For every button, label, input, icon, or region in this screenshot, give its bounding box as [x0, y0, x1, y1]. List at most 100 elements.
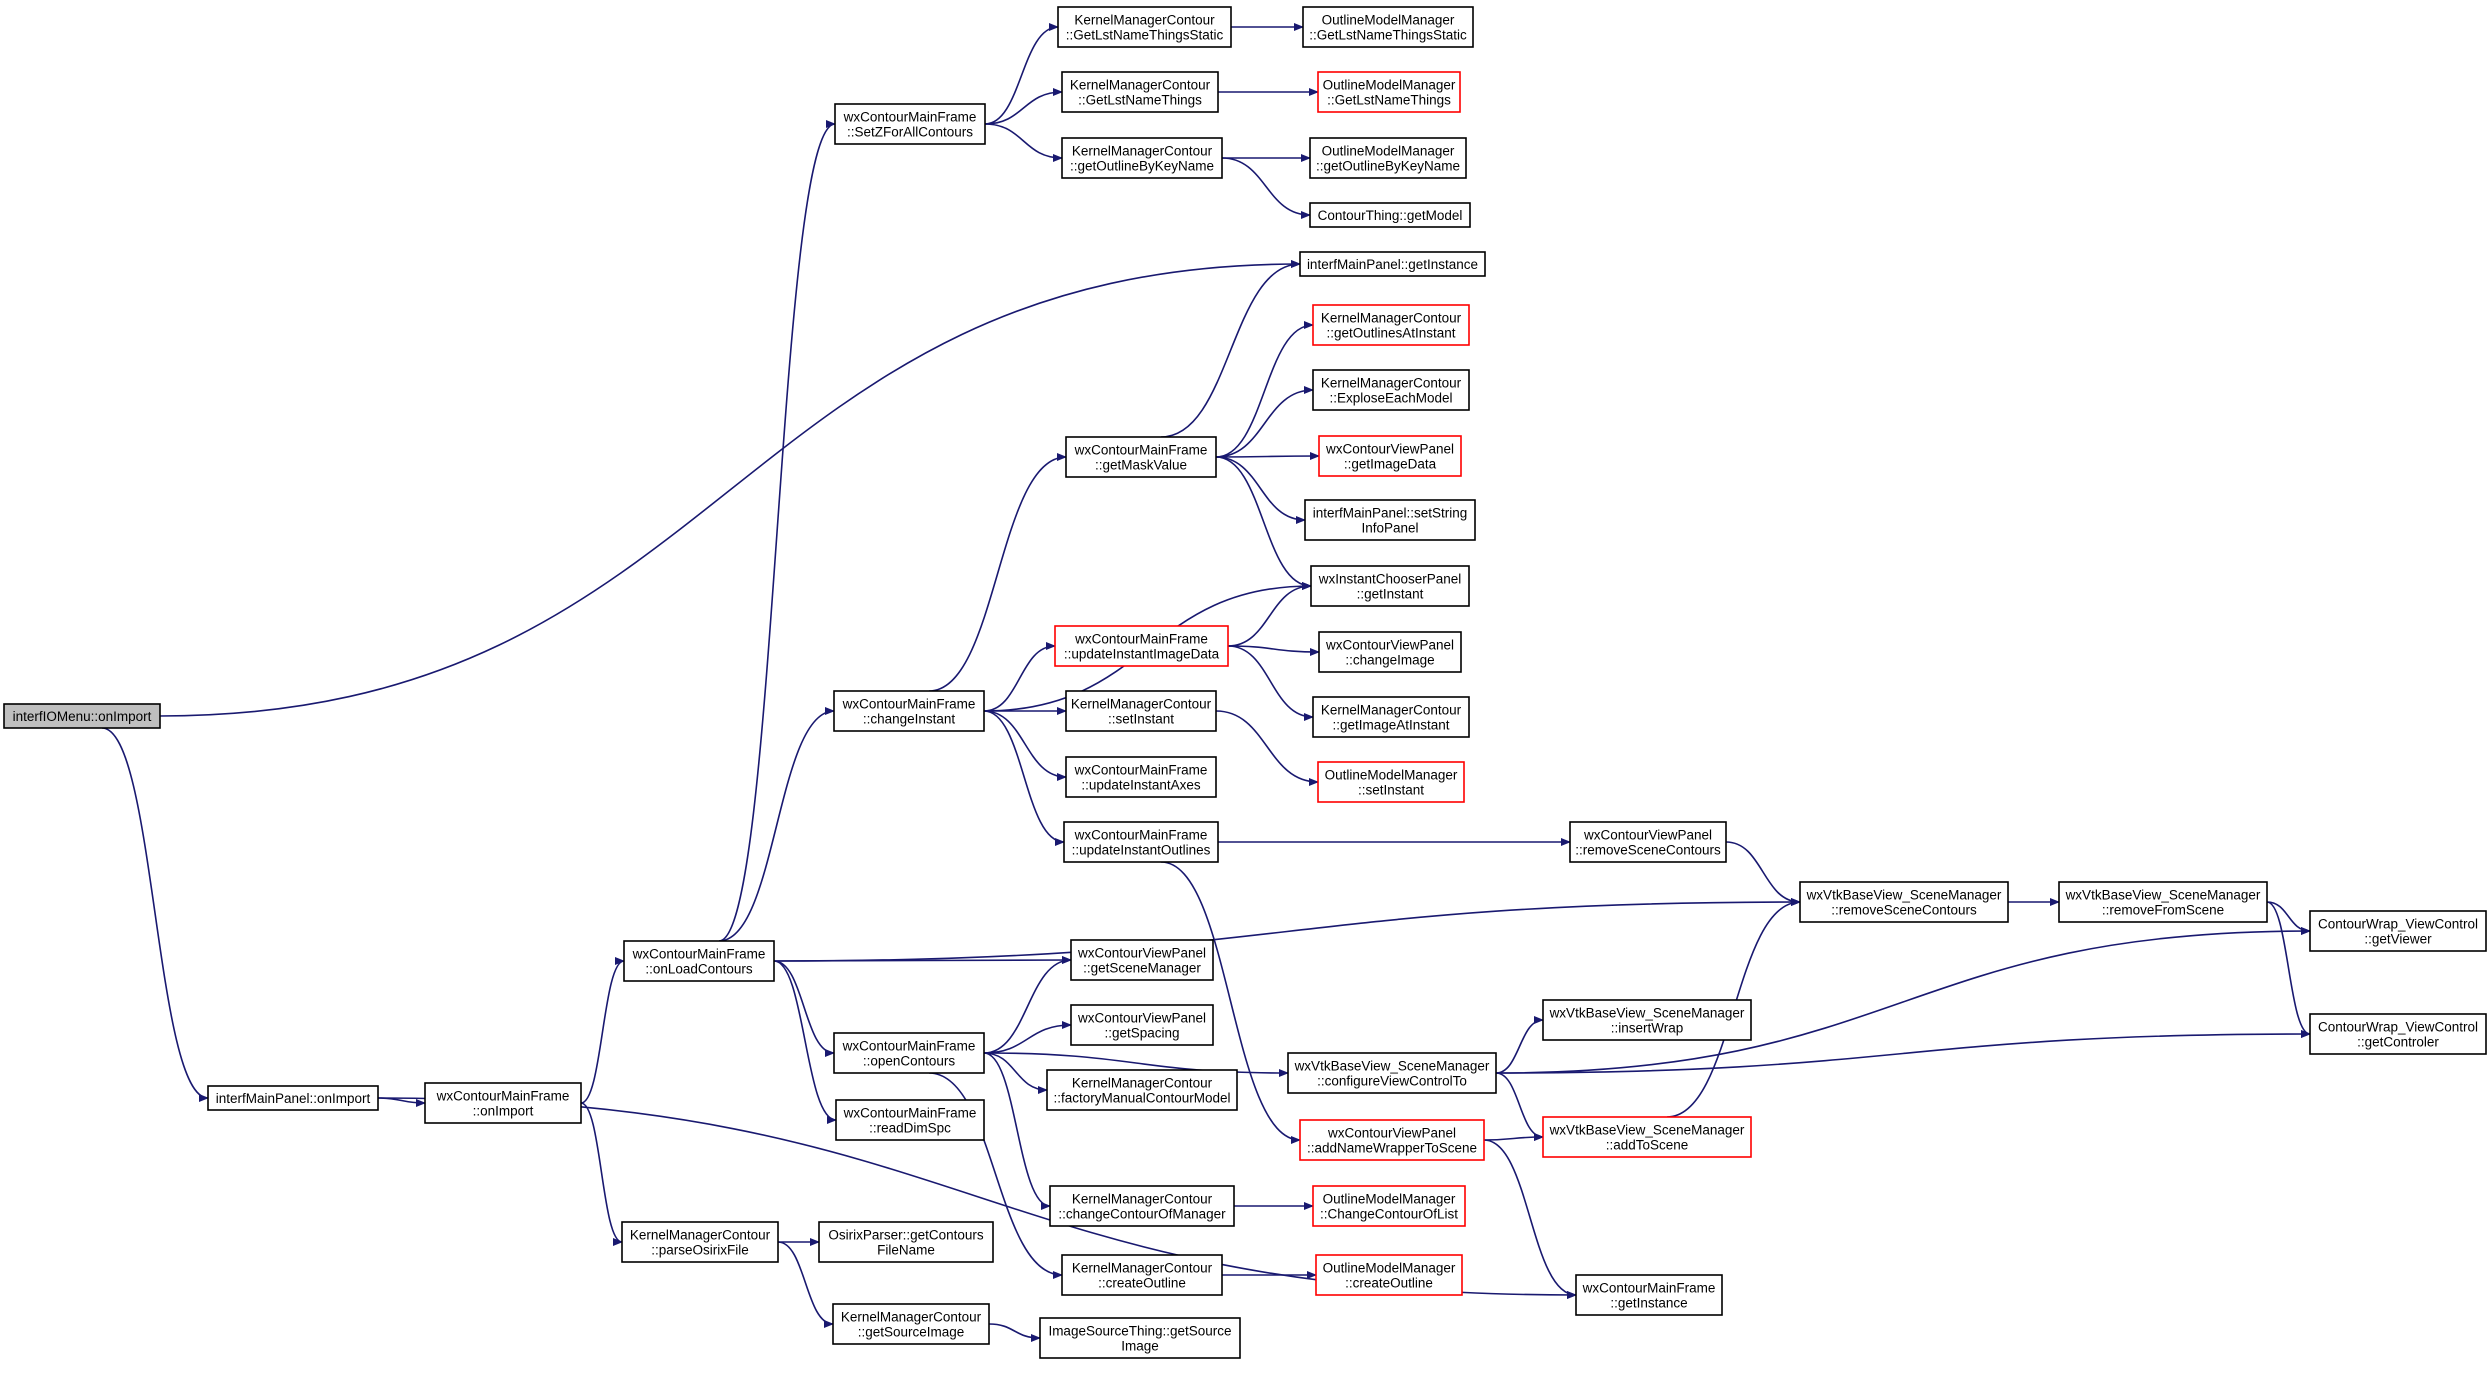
node-label: wxContourMainFrame [843, 1106, 977, 1121]
node-box [1065, 436, 1217, 478]
node-label: ::getImageAtInstant [1332, 718, 1449, 733]
node-mainpanel-getinstance[interactable]: interfMainPanel::getInstance [1299, 251, 1486, 277]
node-label: ::configureViewControlTo [1317, 1074, 1467, 1089]
node-chooser-getinstant[interactable]: wxInstantChooserPanel::getInstant [1310, 565, 1470, 607]
node-vp-getscenemanager[interactable]: wxContourViewPanel::getSceneManager [1070, 939, 1214, 981]
node-kmc-createoutline[interactable]: KernelManagerContour::createOutline [1061, 1254, 1223, 1296]
node-kmc-setinstant[interactable]: KernelManagerContour::setInstant [1065, 690, 1217, 732]
node-kmc-changecontour[interactable]: KernelManagerContour::changeContourOfMan… [1049, 1185, 1235, 1227]
node-label: wxContourMainFrame [1582, 1281, 1716, 1296]
node-label: ::removeSceneContours [1831, 903, 1977, 918]
node-label: ::GetLstNameThings [1327, 93, 1451, 108]
node-label: interfIOMenu::onImport [13, 709, 152, 724]
edge-line [580, 1102, 623, 1246]
node-contourthing-getmodel[interactable]: ContourThing::getModel [1309, 202, 1471, 228]
node-changeinstant[interactable]: wxContourMainFrame::changeInstant [833, 690, 985, 732]
edge-line [983, 1052, 1051, 1210]
node-label: ::getOutlinesAtInstant [1326, 326, 1455, 341]
node-label: wxVtkBaseView_SceneManager [1549, 1006, 1745, 1021]
node-vp-changeimage[interactable]: wxContourViewPanel::changeImage [1318, 631, 1462, 673]
node-box [834, 103, 986, 145]
node-label: KernelManagerContour [1321, 703, 1462, 718]
node-omm-changecontour[interactable]: OutlineModelManager::ChangeContourOfList [1312, 1185, 1466, 1227]
node-label: OutlineModelManager [1323, 1192, 1456, 1207]
node-vp-getimagedata[interactable]: wxContourViewPanel::getImageData [1318, 435, 1462, 477]
node-getmaskvalue[interactable]: wxContourMainFrame::getMaskValue [1065, 436, 1217, 478]
node-box [621, 1221, 779, 1263]
node-setz[interactable]: wxContourMainFrame::SetZForAllContours [834, 103, 986, 145]
node-onimport-menu[interactable]: interfIOMenu::onImport [3, 703, 161, 729]
node-vp-getspacing[interactable]: wxContourViewPanel::getSpacing [1070, 1004, 1214, 1046]
node-kmc-getlst[interactable]: KernelManagerContour::GetLstNameThings [1061, 71, 1219, 113]
edge-line [984, 123, 1063, 162]
node-vp-removescene[interactable]: wxContourViewPanel::removeSceneContours [1569, 821, 1727, 863]
node-box [1575, 1274, 1723, 1316]
node-box [1057, 6, 1232, 48]
node-box [1039, 1317, 1241, 1359]
node-kmc-getimageat[interactable]: KernelManagerContour::getImageAtInstant [1312, 696, 1470, 738]
node-label: KernelManagerContour [1072, 1076, 1213, 1091]
node-updateinstantoutlines[interactable]: wxContourMainFrame::updateInstantOutline… [1063, 821, 1219, 863]
node-label: KernelManagerContour [1072, 1261, 1213, 1276]
node-label: KernelManagerContour [1070, 78, 1211, 93]
edge [1495, 927, 2311, 1074]
edge [983, 710, 1067, 781]
node-kmc-explose[interactable]: KernelManagerContour::ExploseEachModel [1312, 369, 1470, 411]
nodes-layer: interfIOMenu::onImportinterfMainPanel::o… [3, 6, 2487, 1359]
node-getsourceimage[interactable]: KernelManagerContour::getSourceImage [832, 1303, 990, 1345]
node-opencontours[interactable]: wxContourMainFrame::openContours [833, 1032, 985, 1074]
node-sm-configure[interactable]: wxVtkBaseView_SceneManager::configureVie… [1287, 1052, 1497, 1094]
node-updateinstantaxes[interactable]: wxContourMainFrame::updateInstantAxes [1065, 756, 1217, 798]
node-omm-getoutline[interactable]: OutlineModelManager::getOutlineByKeyName [1309, 137, 1467, 179]
edge-line [777, 1241, 834, 1328]
node-label: ::getOutlineByKeyName [1070, 159, 1214, 174]
node-onloadcontours[interactable]: wxContourMainFrame::onLoadContours [623, 940, 775, 982]
edge [983, 1052, 1051, 1210]
node-sm-removefrom[interactable]: wxVtkBaseView_SceneManager::removeFromSc… [2058, 881, 2268, 923]
node-imagesource[interactable]: ImageSourceThing::getSourceImage [1039, 1317, 1241, 1359]
node-cw-getcontroler[interactable]: ContourWrap_ViewControl::getControler [2309, 1013, 2487, 1055]
node-label: ::factoryManualContourModel [1053, 1091, 1230, 1106]
node-parseosirix[interactable]: KernelManagerContour::parseOsirixFile [621, 1221, 779, 1263]
node-label: KernelManagerContour [1074, 13, 1215, 28]
node-box [207, 1085, 379, 1111]
node-sm-insertwrap[interactable]: wxVtkBaseView_SceneManager::insertWrap [1542, 999, 1752, 1041]
node-readdimspc[interactable]: wxContourMainFrame::readDimSpc [835, 1099, 985, 1141]
node-label: KernelManagerContour [1072, 1192, 1213, 1207]
node-label: wxContourViewPanel [1583, 828, 1712, 843]
node-box [1315, 1254, 1463, 1296]
edge [1215, 321, 1314, 458]
edge-line [1160, 260, 1301, 438]
edge [1725, 841, 1801, 906]
node-sm-removescene[interactable]: wxVtkBaseView_SceneManager::removeSceneC… [1799, 881, 2009, 923]
node-kmc-getlststatic[interactable]: KernelManagerContour::GetLstNameThingsSt… [1057, 6, 1232, 48]
node-cw-getviewer[interactable]: ContourWrap_ViewControl::getViewer [2309, 910, 2487, 952]
node-sm-addtoscene[interactable]: wxVtkBaseView_SceneManager::addToScene [1542, 1116, 1752, 1158]
node-mainpanel-onimport[interactable]: interfMainPanel::onImport [207, 1085, 379, 1111]
edge-line [1495, 1072, 1544, 1141]
node-label: ::getInstant [1357, 587, 1424, 602]
node-box [1046, 1069, 1238, 1111]
node-box [1061, 137, 1223, 179]
node-box [1061, 71, 1219, 113]
edge-line [1160, 861, 1301, 1144]
edge [773, 956, 1072, 965]
node-frame-getinstance[interactable]: wxContourMainFrame::getInstance [1575, 1274, 1723, 1316]
node-omm-getlststatic[interactable]: OutlineModelManager::GetLstNameThingsSta… [1302, 6, 1474, 48]
node-label: interfMainPanel::onImport [216, 1091, 371, 1106]
node-frame-onimport[interactable]: wxContourMainFrame::onImport [424, 1082, 582, 1124]
edge-line [159, 260, 1301, 717]
node-updateinstantimage[interactable]: wxContourMainFrame::updateInstantImageDa… [1054, 625, 1229, 667]
node-omm-setinstant[interactable]: OutlineModelManager::setInstant [1317, 761, 1465, 803]
edge-line [2266, 901, 2311, 1038]
node-label: ::getSourceImage [858, 1325, 965, 1340]
node-omm-createoutline[interactable]: OutlineModelManager::createOutline [1315, 1254, 1463, 1296]
node-kmc-getoutline[interactable]: KernelManagerContour::getOutlineByKeyNam… [1061, 137, 1223, 179]
node-vp-addname[interactable]: wxContourViewPanel::addNameWrapperToScen… [1299, 1119, 1485, 1161]
node-kmc-getoutlinesat[interactable]: KernelManagerContour::getOutlinesAtInsta… [1312, 304, 1470, 346]
node-kmc-factory[interactable]: KernelManagerContour::factoryManualConto… [1046, 1069, 1238, 1111]
node-omm-getlst[interactable]: OutlineModelManager::GetLstNameThings [1317, 71, 1461, 113]
node-label: OutlineModelManager [1322, 13, 1455, 28]
